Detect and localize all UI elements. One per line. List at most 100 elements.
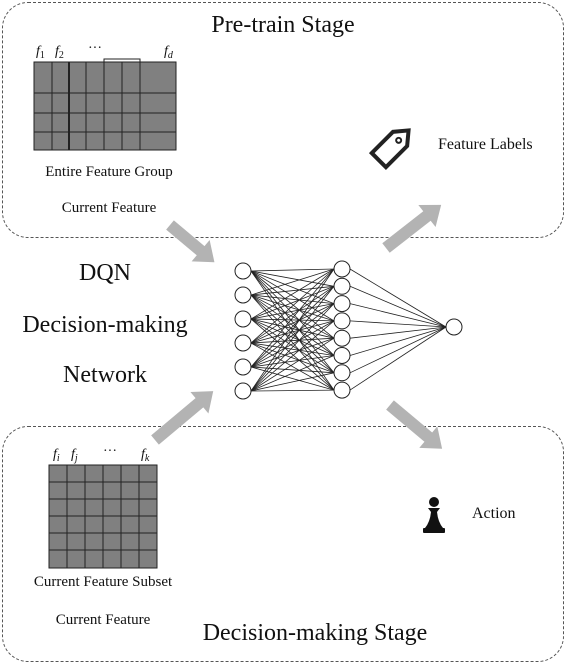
network-connection <box>250 355 335 368</box>
network-connection <box>250 294 335 356</box>
network-node <box>333 381 351 399</box>
network-connection <box>250 337 335 344</box>
network-node <box>234 358 252 376</box>
network-connection <box>250 342 335 356</box>
network-connection <box>250 270 335 287</box>
pretrain-stage-box <box>2 2 564 238</box>
network-connection <box>250 270 335 356</box>
subset-header-fk: fk <box>141 447 150 464</box>
network-connection <box>250 366 335 391</box>
neural-network <box>234 260 463 400</box>
network-connection <box>250 270 335 339</box>
network-connection <box>250 294 335 304</box>
network-connection <box>250 294 335 322</box>
network-node <box>234 334 252 352</box>
network-connection <box>250 318 335 339</box>
dqn-title-line2: Decision-making <box>22 312 188 338</box>
network-connection <box>250 318 335 322</box>
network-node <box>234 310 252 328</box>
network-connection <box>250 389 335 392</box>
network-connection <box>349 268 447 328</box>
network-node <box>333 312 351 330</box>
network-node <box>333 347 351 364</box>
subset-header-fj: fj <box>71 447 78 464</box>
network-connection <box>250 318 335 374</box>
network-connection <box>250 286 335 368</box>
decision-stage-title: Decision-making Stage <box>202 620 428 646</box>
network-connection <box>349 326 447 374</box>
dqn-title-line3: Network <box>63 362 147 388</box>
network-connection <box>250 372 335 392</box>
decision-current-feature-label: Current Feature <box>55 612 151 628</box>
matrix-header-f2: f2 <box>55 44 64 61</box>
network-connection <box>349 326 447 391</box>
network-connection <box>250 268 335 320</box>
arrow-to-action <box>386 400 443 449</box>
network-connection <box>349 326 447 356</box>
network-connection <box>349 326 447 339</box>
chess-pawn-icon <box>423 497 445 533</box>
network-connection <box>349 285 447 328</box>
arrow-to-network-bottom <box>151 391 214 445</box>
network-connection <box>250 268 335 392</box>
dqn-title-line1: DQN <box>79 260 131 286</box>
network-connection <box>250 320 335 392</box>
network-connection <box>250 318 335 356</box>
network-node <box>234 262 252 280</box>
network-connection <box>250 268 335 296</box>
matrix-header-f1: f1 <box>36 44 45 61</box>
network-connection <box>250 268 335 368</box>
action-text: Action <box>472 505 516 522</box>
network-node <box>333 329 351 347</box>
network-connection <box>250 366 335 374</box>
network-connection <box>250 303 335 392</box>
subset-header-fi: fi <box>53 447 60 464</box>
flow-arrows <box>151 204 443 449</box>
feature-subset-matrix <box>48 464 158 569</box>
subset-header-ellipsis: ··· <box>103 444 117 459</box>
network-connection <box>250 285 335 320</box>
network-connection <box>250 268 335 272</box>
network-node <box>234 286 252 304</box>
network-connection <box>250 294 335 374</box>
network-connection <box>250 285 335 344</box>
network-connection <box>250 270 335 304</box>
network-connection <box>250 270 335 374</box>
network-connection <box>250 320 335 344</box>
network-connection <box>349 303 447 328</box>
network-connection <box>250 285 335 296</box>
arrow-to-feature-labels <box>382 204 442 253</box>
network-connection <box>250 270 335 322</box>
entire-feature-group-caption: Entire Feature Group <box>45 164 173 180</box>
pretrain-stage-title: Pre-train Stage <box>211 12 355 38</box>
network-node <box>234 382 252 400</box>
matrix-header-fd: fd <box>164 44 174 61</box>
network-connection <box>250 355 335 392</box>
network-connection <box>250 303 335 368</box>
arrow-to-network-top <box>166 220 215 263</box>
network-node <box>333 364 351 382</box>
entire-feature-matrix <box>33 58 177 151</box>
pretrain-current-feature-label: Current Feature <box>61 200 157 216</box>
network-connection <box>349 320 447 328</box>
network-node <box>333 295 351 313</box>
network-connection <box>250 337 335 392</box>
network-connection <box>250 294 335 339</box>
matrix-header-ellipsis: ··· <box>88 41 102 56</box>
network-node <box>333 260 351 278</box>
network-connection <box>250 268 335 344</box>
network-node <box>333 277 351 295</box>
network-connection <box>250 342 335 374</box>
network-connection <box>250 320 335 368</box>
network-connection <box>250 337 335 368</box>
network-node <box>445 318 463 336</box>
tag-icon <box>368 128 411 171</box>
network-connection <box>250 303 335 320</box>
current-feature-subset-caption: Current Feature Subset <box>33 574 173 590</box>
network-connection <box>250 286 335 392</box>
decision-stage-box <box>2 426 564 662</box>
feature-labels-text: Feature Labels <box>438 136 533 153</box>
network-connection <box>250 303 335 344</box>
